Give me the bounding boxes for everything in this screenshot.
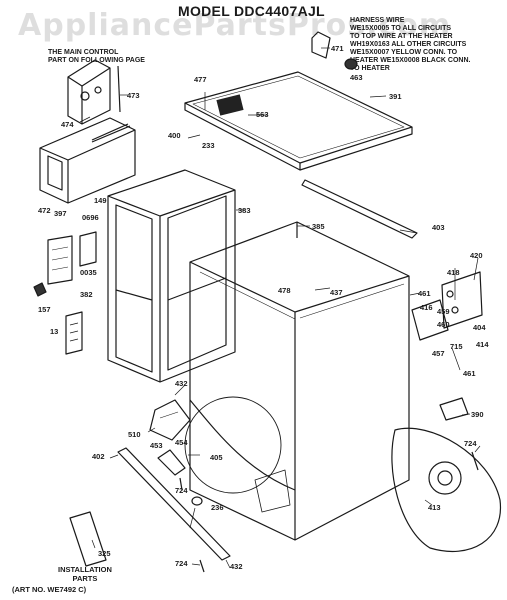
- part-label: 461: [418, 289, 431, 298]
- rear-panel: [391, 427, 502, 552]
- installation-parts-label: INSTALLATION PARTS: [58, 565, 112, 583]
- part-label: 460: [437, 320, 450, 329]
- part-label: 0696: [82, 213, 99, 222]
- part-label: 459: [437, 307, 450, 316]
- part-label: 420: [470, 251, 483, 260]
- part-label: 432: [175, 379, 188, 388]
- part-label: 404: [473, 323, 486, 332]
- part-label: 432: [230, 562, 243, 571]
- part-label: 457: [432, 349, 445, 358]
- part-label: 724: [464, 439, 477, 448]
- control-unit: [67, 59, 121, 125]
- art-number: (ART NO. WE7492 C): [12, 585, 87, 594]
- part-label: 382: [80, 290, 93, 299]
- part-label: 414: [476, 340, 489, 349]
- part-label: 724: [175, 559, 188, 568]
- part-label: 385: [312, 222, 325, 231]
- heater-duct: [39, 117, 136, 204]
- part-label: 400: [168, 131, 181, 140]
- part-label: 453: [150, 441, 163, 450]
- part-label: 463: [350, 73, 363, 82]
- part-label: 157: [38, 305, 51, 314]
- part-label: 437: [330, 288, 343, 297]
- part-label: 510: [128, 430, 141, 439]
- part-label: 454: [175, 438, 188, 447]
- part-label: 405: [210, 453, 223, 462]
- part-label: 724: [175, 486, 188, 495]
- part-label: 418: [447, 268, 460, 277]
- main-control-note: THE MAIN CONTROL PART ON FOLLOWING PAGE: [48, 49, 145, 64]
- thermostat-assembly: [411, 271, 483, 341]
- diagram-title: MODEL DDC4407AJL: [178, 3, 325, 19]
- part-label: 402: [92, 452, 105, 461]
- part-label: 477: [194, 75, 207, 84]
- part-label: 563: [256, 110, 269, 119]
- part-label: 473: [127, 91, 140, 100]
- part-label: 413: [428, 503, 441, 512]
- part-label: 478: [278, 286, 291, 295]
- part-label: 383: [238, 206, 251, 215]
- part-label: 474: [61, 120, 74, 129]
- part-label: 397: [54, 209, 67, 218]
- part-label: 461: [463, 369, 476, 378]
- part-label: 471: [331, 44, 344, 53]
- harness-wire-note: HARNESS WIRE WE15X0005 TO ALL CIRCUITS T…: [350, 17, 471, 72]
- part-label: 391: [389, 92, 402, 101]
- cabinet: [184, 221, 410, 541]
- part-label: 149: [94, 196, 107, 205]
- part-label: 390: [471, 410, 484, 419]
- front-frame: [107, 169, 236, 383]
- part-label: 236: [211, 503, 224, 512]
- part-label: 715: [450, 342, 463, 351]
- top-panel: [184, 71, 413, 171]
- part-label: 0035: [80, 268, 97, 277]
- part-label: 13: [50, 327, 59, 336]
- part-label: 403: [432, 223, 445, 232]
- part-label: 325: [98, 549, 111, 558]
- part-label: 233: [202, 141, 215, 150]
- part-label: 472: [38, 206, 51, 215]
- part-label: 416: [420, 303, 433, 312]
